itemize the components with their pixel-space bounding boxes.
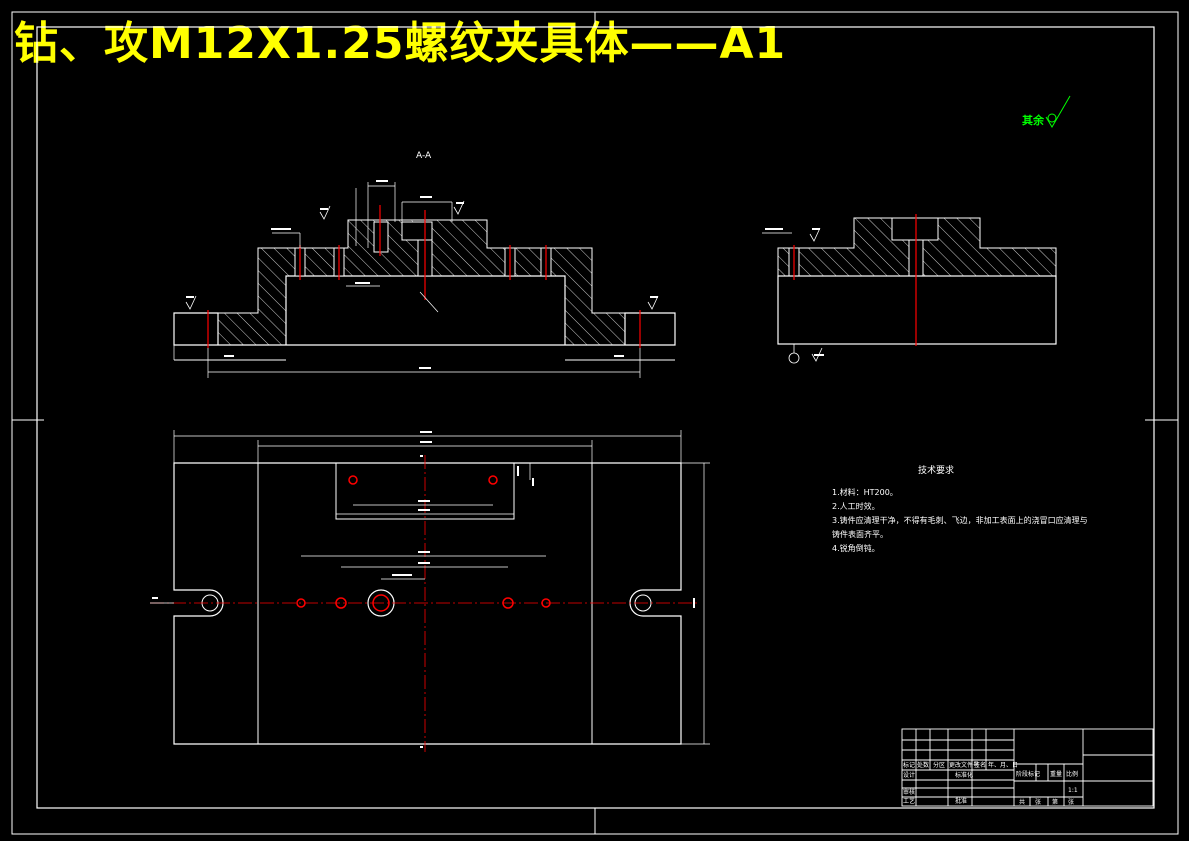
plan-view (150, 430, 710, 752)
svg-text:处数: 处数 (917, 761, 929, 769)
svg-text:批准: 批准 (955, 797, 967, 805)
tech-item: 1.材料：HT200。 (832, 488, 898, 497)
svg-text:共: 共 (1019, 798, 1025, 806)
title-block (901, 728, 1154, 807)
svg-text:张: 张 (1035, 798, 1041, 806)
svg-text:1:1: 1:1 (1068, 787, 1078, 794)
section-view-main (173, 180, 676, 378)
svg-text:审核: 审核 (903, 788, 915, 796)
title-block-text: 标记 处数 分区 更改文件号 签名 年、月、日 设计 标准化 审核 工艺 批准 … (903, 761, 1078, 806)
section-view-side (762, 214, 1057, 364)
svg-text:工艺: 工艺 (903, 797, 915, 805)
svg-text:比例: 比例 (1066, 770, 1078, 778)
tech-item: 铸件表面齐平。 (832, 530, 888, 539)
svg-text:年、月、日: 年、月、日 (988, 761, 1018, 769)
roughness-symbol (1045, 95, 1071, 128)
sheet-frame (11, 11, 1179, 835)
svg-text:张: 张 (1068, 798, 1074, 806)
svg-text:分区: 分区 (933, 761, 945, 769)
svg-text:更改文件号: 更改文件号 (949, 761, 979, 769)
svg-text:重量: 重量 (1050, 770, 1062, 778)
svg-text:签名: 签名 (974, 761, 986, 769)
svg-text:标准化: 标准化 (955, 771, 973, 779)
tech-item: 4.锐角倒钝。 (832, 544, 880, 553)
roughness-note: 其余 (1022, 112, 1044, 128)
svg-text:标记: 标记 (903, 761, 915, 769)
svg-text:设计: 设计 (903, 771, 915, 779)
svg-text:第: 第 (1052, 798, 1058, 806)
roughness-note-text: 其余 (1022, 114, 1044, 127)
section-dimension-marks (186, 180, 658, 369)
svg-text:阶段标记: 阶段标记 (1016, 770, 1040, 778)
technical-requirements-heading: 技术要求 (918, 466, 955, 476)
tech-item: 3.铸件应清理干净，不得有毛刺、飞边，非加工表面上的浇冒口应清理与 (832, 516, 1088, 525)
tech-item: 2.人工时效。 (832, 502, 880, 511)
section-label: A-A (416, 151, 432, 161)
